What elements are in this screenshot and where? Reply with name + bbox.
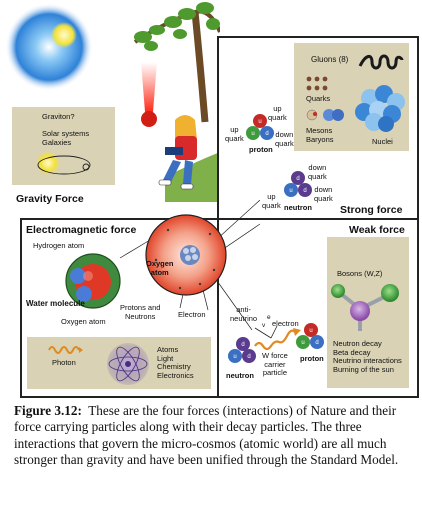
baryons-label: Baryons bbox=[306, 135, 334, 144]
weak-title: Weak force bbox=[349, 224, 405, 236]
photon-wave-icon bbox=[48, 346, 83, 354]
gravity-title: Gravity Force bbox=[16, 193, 84, 205]
svg-text:d: d bbox=[247, 354, 250, 360]
gravity-panel bbox=[12, 107, 115, 185]
caption-text: These are the four forces (interactions)… bbox=[14, 403, 399, 468]
mesons-label: Mesons bbox=[306, 126, 333, 135]
strong-title: Strong force bbox=[340, 204, 403, 216]
electron-weak-label: electron bbox=[272, 319, 299, 328]
down-quark-label-1: down quark bbox=[275, 130, 294, 148]
quarks-label: Quarks bbox=[306, 94, 331, 103]
electromagnetic-title: Electromagnetic force bbox=[26, 224, 137, 236]
svg-text:u: u bbox=[309, 328, 312, 334]
boson-icon bbox=[331, 284, 399, 331]
svg-text:u: u bbox=[301, 340, 304, 346]
down-quark-label-3: down quark bbox=[314, 185, 333, 203]
meson-baryon-icon bbox=[306, 109, 344, 121]
bosons-label: Bosons (W,Z) bbox=[337, 269, 383, 278]
e-symbol-label: e bbox=[267, 314, 271, 321]
graviton-label: Graviton? bbox=[42, 112, 75, 121]
v-symbol-label: v bbox=[262, 322, 266, 329]
up-quark-label-3: up quark bbox=[262, 192, 281, 210]
sky-sun-illustration bbox=[5, 3, 93, 91]
neutron-quarks-icon: d u d bbox=[284, 171, 312, 197]
galaxies-label: Galaxies bbox=[42, 138, 72, 147]
svg-text:u: u bbox=[251, 131, 254, 137]
svg-text:d: d bbox=[315, 340, 318, 346]
solar-systems-label: Solar systems bbox=[42, 129, 90, 138]
proton-label: proton bbox=[249, 145, 273, 154]
electron-label: Electron bbox=[178, 310, 206, 319]
nuclei-label: Nuclei bbox=[372, 137, 393, 146]
water-molecule-label: Water molecule bbox=[26, 299, 85, 308]
water-molecule-icon bbox=[65, 253, 121, 309]
newton-tree-illustration bbox=[133, 2, 220, 202]
up-quark-label-2: up quark bbox=[268, 104, 287, 122]
proton-quarks-icon: u u d bbox=[246, 114, 274, 140]
gluon-icon bbox=[358, 54, 404, 70]
hydrogen-atom-label: Hydrogen atom bbox=[33, 241, 85, 250]
up-quark-label-1: up quark bbox=[225, 125, 244, 143]
figure-caption: Figure 3.12: These are the four forces (… bbox=[14, 403, 414, 469]
protons-neutrons-label: Protons and Neutrons bbox=[120, 303, 161, 321]
proton-weak-label: proton bbox=[300, 354, 324, 363]
oxygen-atom-small-label: Oxygen atom bbox=[61, 317, 106, 326]
quark-dots-icon bbox=[306, 76, 328, 91]
central-atom-diagram bbox=[120, 200, 260, 330]
svg-text:u: u bbox=[289, 188, 292, 194]
svg-text:d: d bbox=[265, 131, 268, 137]
neutron-label: neutron bbox=[284, 203, 312, 212]
forces-figure: Graviton? Solar systems Galaxies Gravity… bbox=[5, 2, 419, 398]
neutron-weak-label: neutron bbox=[226, 371, 254, 380]
gluons-label: Gluons (8) bbox=[311, 55, 349, 64]
caption-label: Figure 3.12: bbox=[14, 403, 82, 418]
atoms-list-label: Atoms Light Chemistry Electronics bbox=[157, 345, 194, 380]
weak-decay-diagram: d u d u u d bbox=[228, 323, 324, 363]
orbit-icon bbox=[36, 151, 91, 175]
svg-text:d: d bbox=[241, 342, 244, 348]
down-quark-label-2: down quark bbox=[308, 163, 327, 181]
svg-text:u: u bbox=[233, 354, 236, 360]
oxygen-atom-center-label: Oxygen atom bbox=[146, 259, 174, 277]
svg-text:d: d bbox=[296, 176, 299, 182]
svg-text:d: d bbox=[303, 188, 306, 194]
svg-text:u: u bbox=[258, 119, 261, 125]
nuclei-icon bbox=[355, 85, 405, 132]
atom-icon bbox=[107, 343, 149, 385]
w-force-label: W force carrier particle bbox=[262, 351, 288, 378]
photon-label: Photon bbox=[52, 358, 76, 367]
weak-decays-label: Neutron decay Beta decay Neutrino intera… bbox=[333, 339, 402, 374]
